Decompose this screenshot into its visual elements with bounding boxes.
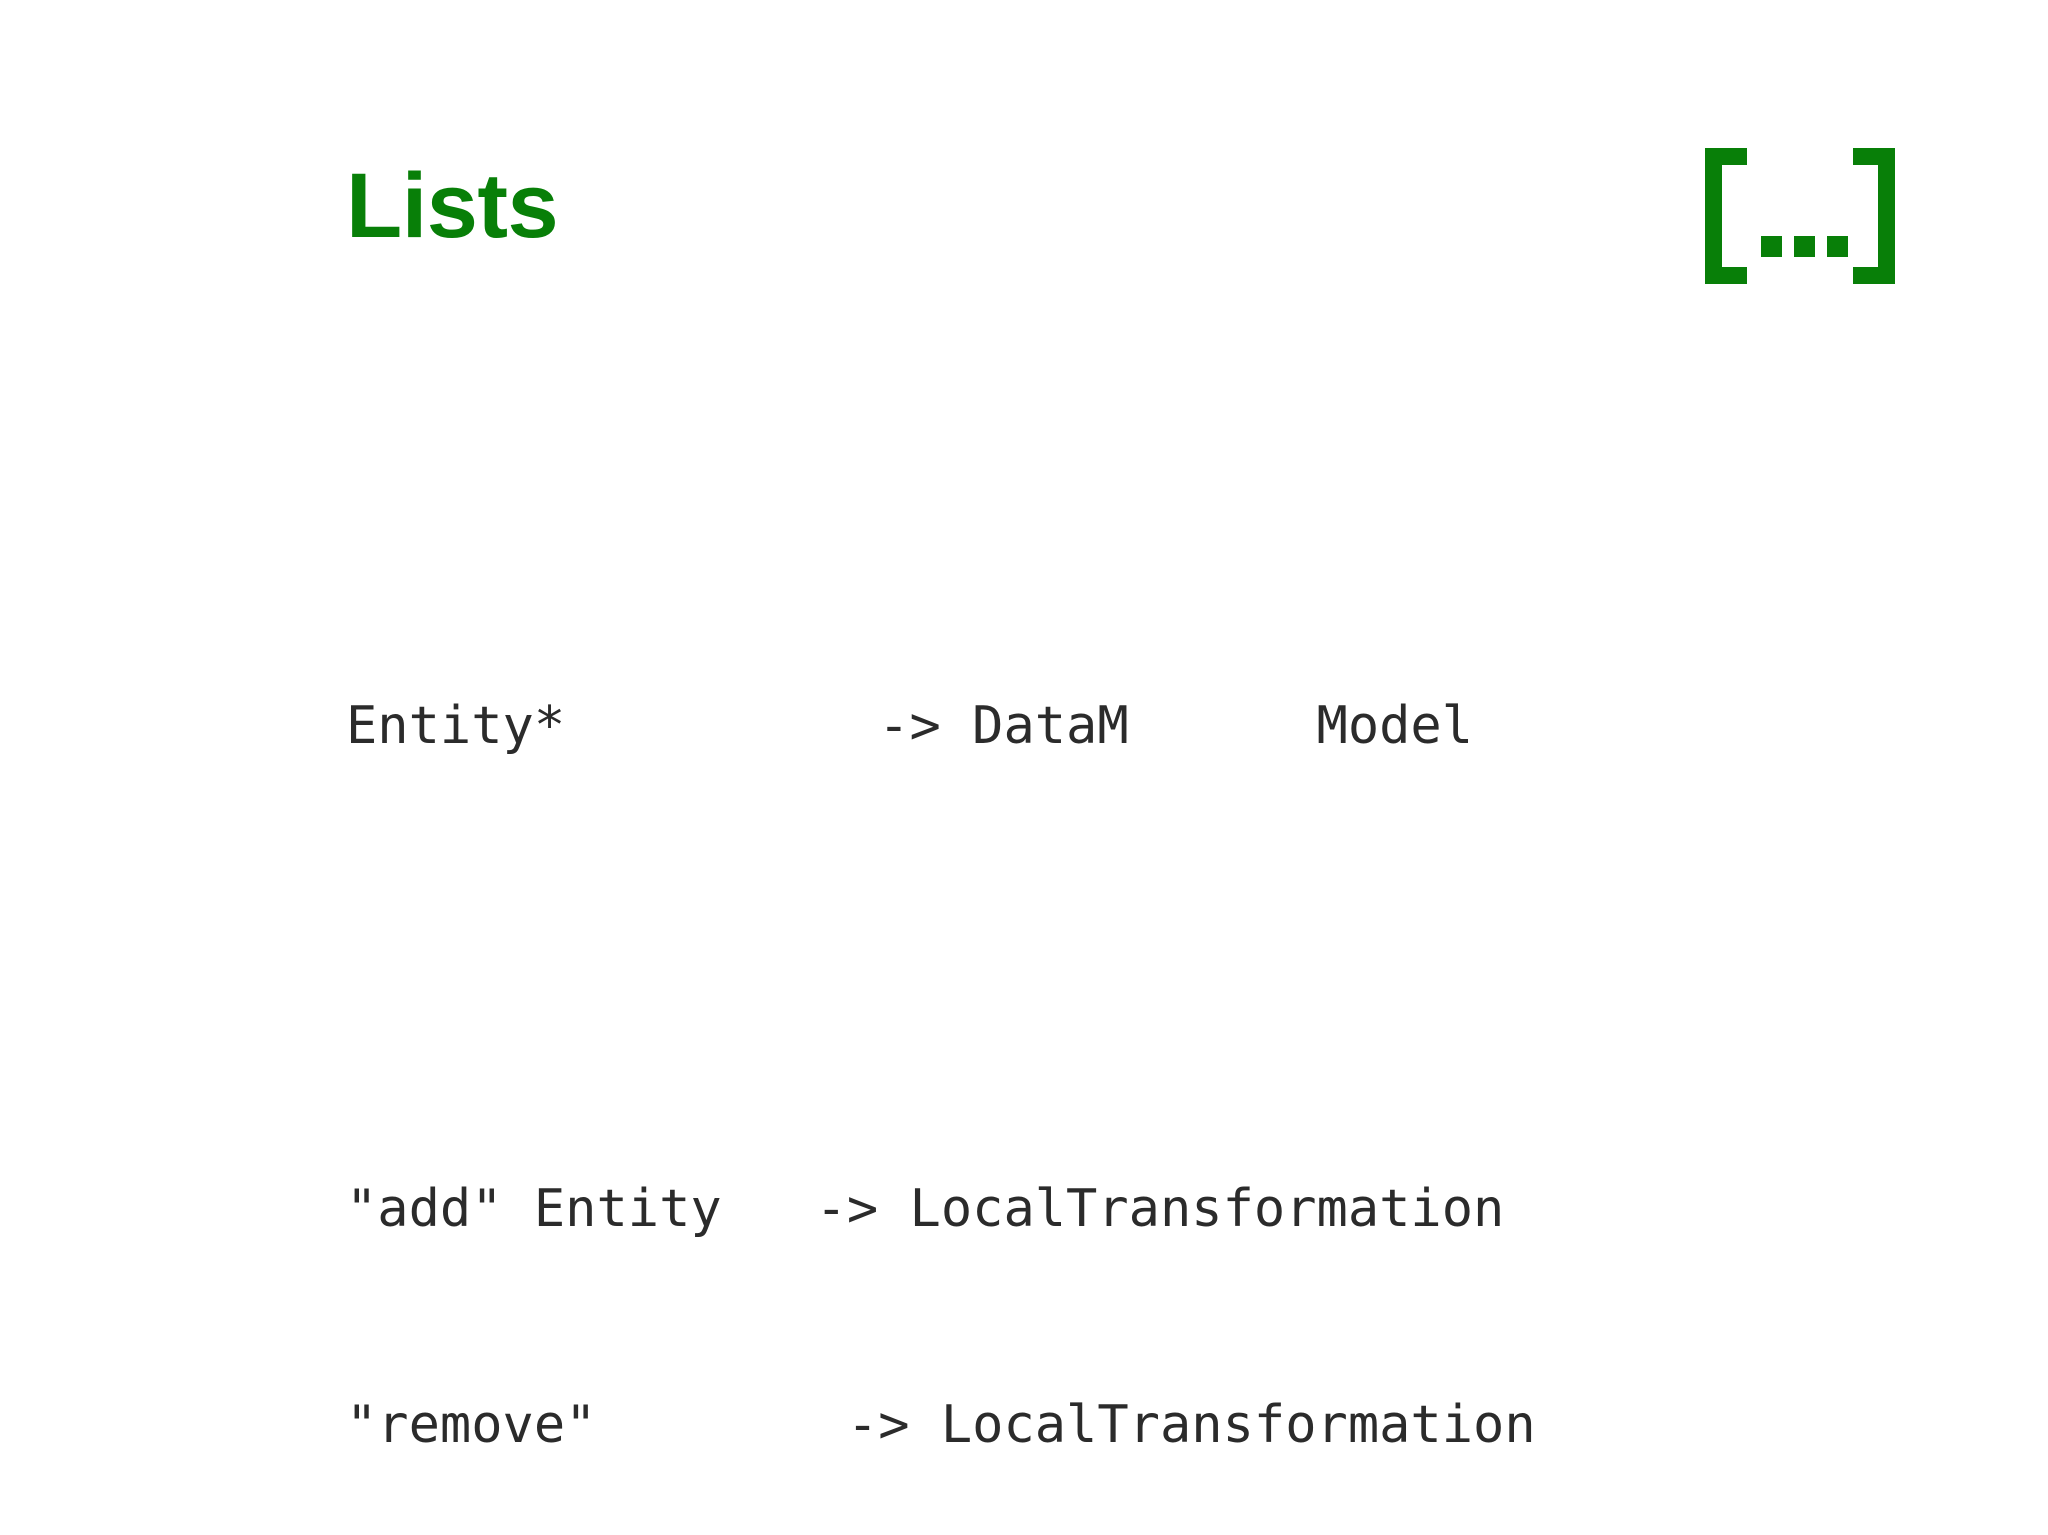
ellipsis-bracket-icon — [1705, 148, 1895, 284]
left-bracket-icon — [1705, 148, 1747, 284]
right-bracket-icon — [1853, 148, 1895, 284]
handler-line-remove: "remove" -> LocalTransformation — [346, 1395, 1536, 1455]
page-title: Lists — [346, 155, 559, 257]
ellipsis-dot-2 — [1794, 236, 1815, 257]
ellipsis-dot-3 — [1827, 236, 1848, 257]
mapping-line-text: Entity* -> DataM Model — [346, 696, 1474, 756]
mapping-line: Entity* -> DataM Model — [346, 546, 1473, 906]
handler-line-add: "add" Entity -> LocalTransformation — [346, 1179, 1505, 1239]
ellipsis-dot-1 — [1761, 236, 1782, 257]
ellipsis-dots-icon — [1761, 236, 1848, 257]
handlers-block: "add" Entity -> LocalTransformation "rem… — [346, 1029, 1536, 1535]
